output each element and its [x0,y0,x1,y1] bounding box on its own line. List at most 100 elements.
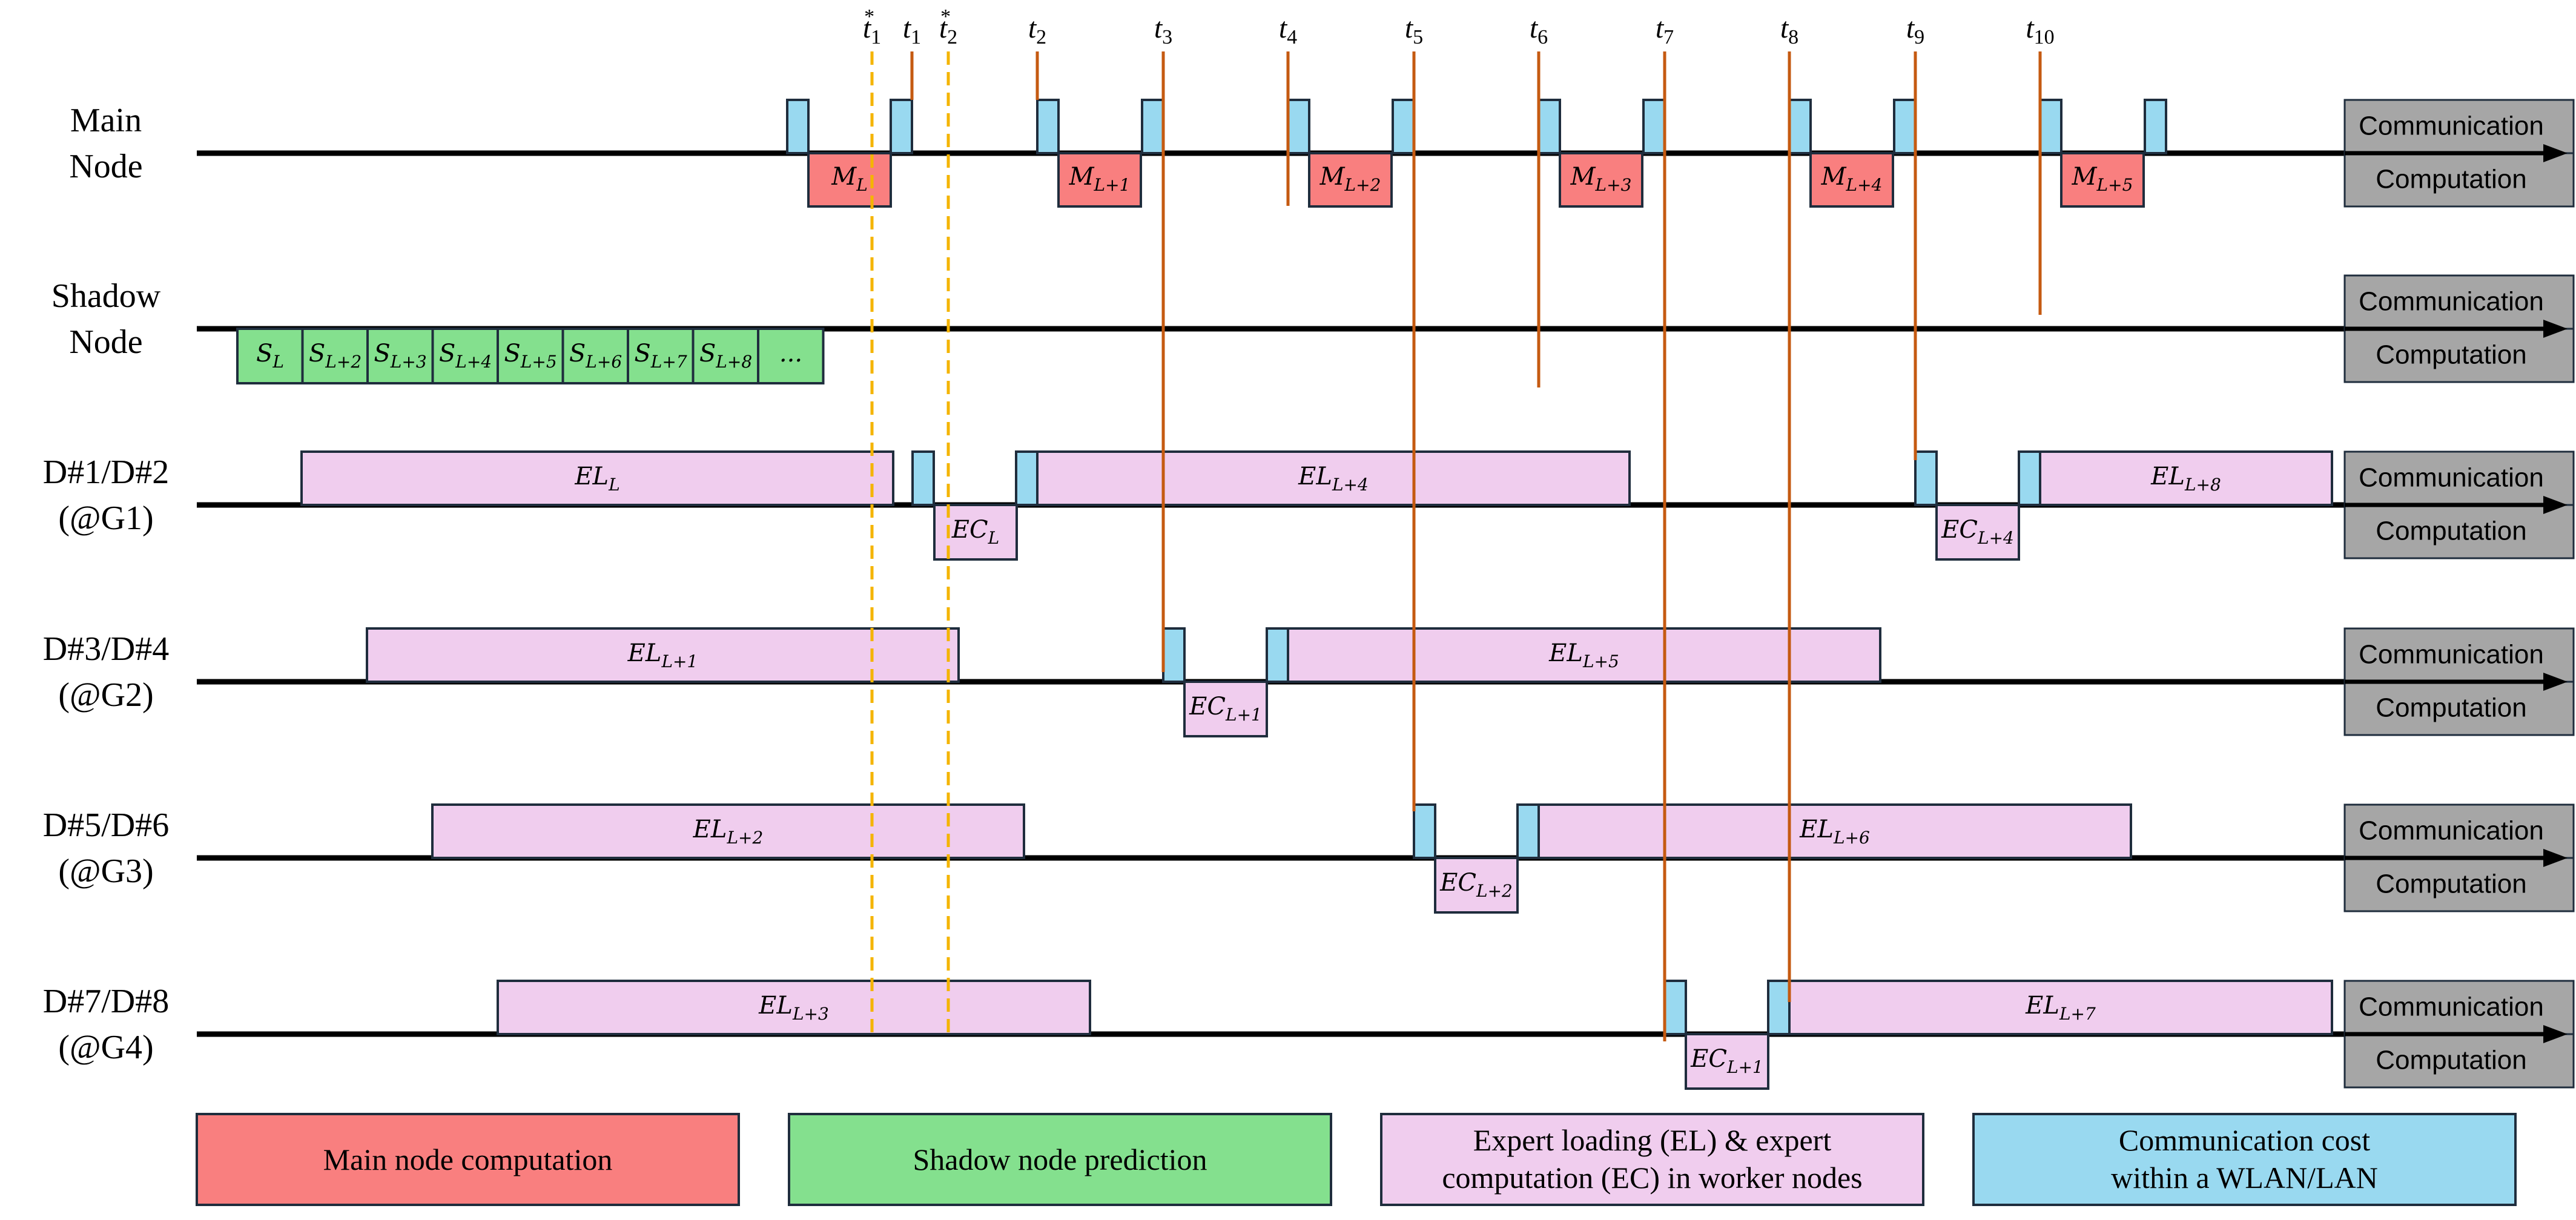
comm-block [890,99,913,154]
computation-box [2343,504,2575,559]
communication-box [2343,803,2575,859]
main-compute-block [1559,152,1643,208]
shadow-prediction-block [627,328,695,384]
expert-computation-label: ECL+2 [1439,869,1513,901]
comm-block [1392,99,1415,154]
expert-computation-label: ECL [951,516,999,548]
shadow-block-label: SL+6 [569,340,622,372]
comm-block [1413,803,1436,859]
comm-block [2039,99,2062,154]
comm-block [1914,450,1938,506]
row-label: D#7/D#8(@G4) [43,983,169,1066]
main-block-label: ML+1 [1069,163,1131,195]
computation-label: Computation [2376,340,2526,370]
comm-block [1893,99,1917,154]
computation-label: Computation [2376,165,2526,194]
expert-computation-block [1935,504,2020,561]
time-marker-label: t6 [1530,12,1548,48]
legend-swatch [1972,1113,2517,1206]
timeline-arrowhead [2543,849,2568,867]
comm-block [786,99,810,154]
shadow-block-label: SL+5 [504,340,556,372]
shadow-prediction-block [561,328,629,384]
main-compute-block [1809,152,1894,208]
expert-loading-block [1036,450,1631,506]
shadow-block-label: SL+8 [699,340,752,372]
legend-swatch [788,1113,1332,1206]
expert-loading-block [1788,980,2333,1035]
legend-swatch [1380,1113,1924,1206]
shadow-prediction-block [236,328,304,384]
time-marker-label: t5 [1405,12,1423,48]
shadow-block-label: SL+7 [634,340,687,372]
shadow-block-label: SL+4 [439,340,492,372]
row-label: D#3/D#4(@G2) [43,630,169,714]
timeline-arrowhead [2543,673,2568,691]
comm-block [1141,99,1164,154]
expert-loading-label: ELL+8 [2150,463,2221,495]
main-block-label: ML+5 [2072,163,2133,195]
expert-loading-block [300,450,894,506]
communication-label: Communication [2359,463,2544,493]
comm-block [1162,627,1186,683]
expert-computation-block [1685,1033,1769,1090]
expert-loading-label: ELL+2 [693,816,764,848]
timeline-arrowhead [2543,1025,2568,1043]
communication-label: Communication [2359,992,2544,1022]
computation-box [2343,328,2575,383]
legend-label: Shadow node prediction [913,1143,1207,1176]
expert-loading-block [2039,450,2333,506]
main-block-label: ML [831,163,868,195]
communication-box [2343,980,2575,1035]
legend-swatch [196,1113,740,1206]
shadow-prediction-block [301,328,369,384]
shadow-prediction-block [431,328,499,384]
communication-label: Communication [2359,111,2544,141]
expert-loading-block [366,627,960,683]
expert-computation-label: ECL+1 [1189,693,1262,725]
timeline-arrowhead [2543,496,2568,514]
expert-computation-block [1434,857,1519,914]
comm-block [2018,450,2041,506]
comm-block [1788,99,1812,154]
row-label: D#5/D#6(@G3) [43,806,169,890]
row-label: D#1/D#2(@G1) [43,453,169,537]
time-marker-label: t8 [1780,12,1798,48]
expert-loading-block [1537,803,2132,859]
computation-box [2343,152,2575,208]
time-marker-label: t2 [1028,12,1046,48]
expert-loading-label: ELL+4 [1298,463,1369,495]
computation-box [2343,1033,2575,1089]
time-marker-label: t4 [1279,12,1297,48]
comm-block [1287,99,1310,154]
main-block-label: ML+2 [1319,163,1381,195]
main-compute-block [2060,152,2145,208]
comm-block [1663,980,1687,1035]
comm-block [1642,99,1666,154]
timeline-arrowhead [2543,320,2568,338]
expert-loading-label: ELL [574,463,619,495]
comm-block [1516,803,1540,859]
expert-loading-label: ELL+3 [758,992,829,1024]
expert-loading-block [1287,627,1881,683]
main-compute-block [1308,152,1393,208]
main-compute-block [807,152,892,208]
expert-loading-label: ELL+6 [1799,816,1870,848]
communication-label: Communication [2359,640,2544,670]
communication-label: Communication [2359,287,2544,317]
shadow-prediction-block [757,328,825,384]
time-marker-label: t1 [903,12,921,48]
time-marker-label: t10 [2026,12,2054,48]
main-block-label: ML+4 [1821,163,1883,195]
communication-box [2343,274,2575,330]
expert-loading-label: ELL+7 [2025,992,2096,1024]
computation-box [2343,681,2575,736]
communication-box [2343,627,2575,683]
comm-block [911,450,935,506]
expert-loading-block [431,803,1025,859]
shadow-block-label: SL+2 [309,340,362,372]
shadow-block-label: ... [779,340,802,368]
expert-computation-block [1183,681,1268,737]
